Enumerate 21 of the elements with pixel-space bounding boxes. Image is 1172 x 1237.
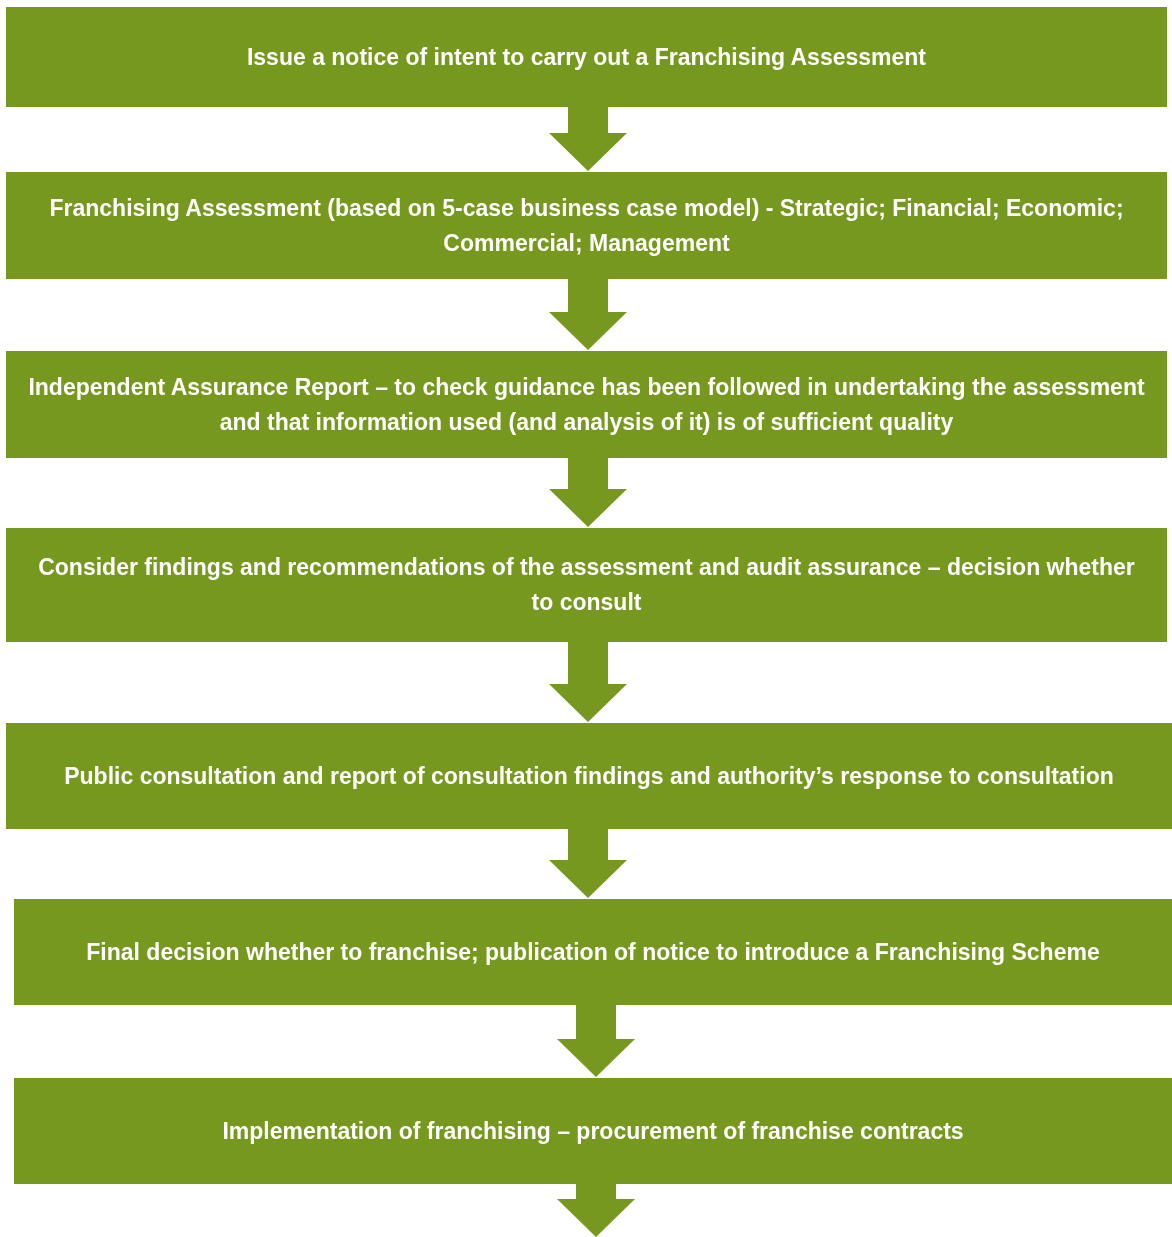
step-text: Independent Assurance Report – to check guidance has been followed in undertaking the assessment and that information used (and analysis of it) is of sufficient quality bbox=[27, 372, 1146, 437]
process-box bbox=[6, 7, 1167, 107]
process-box bbox=[6, 351, 1167, 458]
down-arrow bbox=[549, 107, 627, 171]
step-text: Final decision whether to franchise; publication of notice to introduce a Franchising Scheme bbox=[86, 937, 1100, 967]
step-text: Public consultation and report of consultation findings and authority’s response to consultation bbox=[64, 761, 1114, 791]
process-box bbox=[6, 723, 1172, 829]
process-box bbox=[6, 172, 1167, 279]
process-box bbox=[14, 899, 1172, 1005]
step-text: Issue a notice of intent to carry out a Franchising Assessment bbox=[246, 42, 927, 72]
down-arrow bbox=[549, 279, 627, 350]
step-text: Franchising Assessment (based on 5-case business case model) - Strategic; Financial; Economic; Commercial; Management bbox=[48, 193, 1125, 258]
process-box bbox=[6, 528, 1167, 642]
step-text: Consider findings and recommendations of the assessment and audit assurance – decision whether to consult bbox=[37, 553, 1136, 617]
down-arrow bbox=[557, 1184, 635, 1237]
down-arrow bbox=[557, 1005, 635, 1077]
down-arrow bbox=[549, 458, 627, 527]
down-arrow bbox=[549, 642, 627, 722]
step-text: Implementation of franchising – procurement of franchise contracts bbox=[222, 1116, 964, 1146]
process-box bbox=[14, 1078, 1172, 1184]
down-arrow bbox=[549, 829, 627, 898]
